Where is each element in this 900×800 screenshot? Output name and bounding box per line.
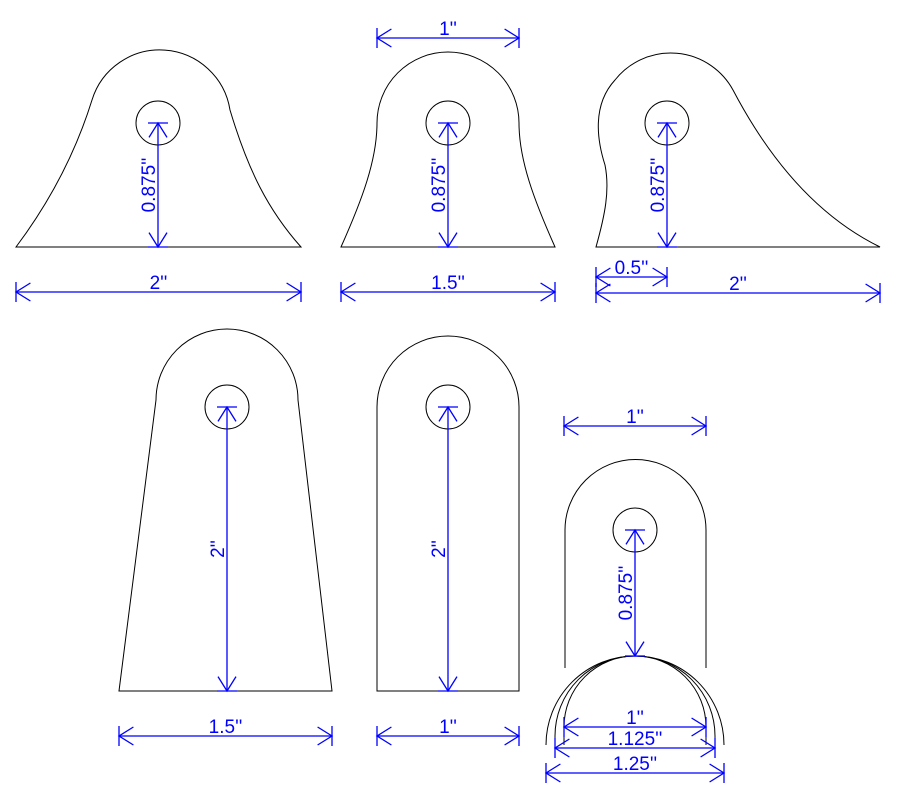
dimension-label: 0.875'' [429, 158, 450, 213]
dimension-label: 1'' [439, 717, 457, 738]
dimension-parts-5-dims-notch_1: 1'' [562, 708, 708, 737]
dimension-parts-2-dims-height: 0.875'' [648, 121, 677, 249]
dimension-parts-4-dims-height: 2'' [429, 405, 458, 693]
dimension-parts-5-dims-top_width: 1'' [562, 407, 708, 436]
dimension-parts-1-dims-width: 1.5'' [339, 273, 557, 302]
dimension-label: 2'' [150, 273, 168, 294]
dimension-parts-1-dims-height: 0.875'' [429, 121, 458, 249]
dimension-parts-3-dims-height: 2'' [208, 405, 237, 693]
dimension-label: 0.875'' [139, 158, 160, 213]
dimension-label: 0.875'' [616, 566, 637, 621]
dimension-parts-2-dims-width: 2'' [594, 274, 882, 303]
dimension-parts-0-dims-height: 0.875'' [139, 121, 168, 249]
tab-2-outline [340, 51, 556, 248]
tab-6-outline [564, 459, 707, 668]
tab-3-outline [595, 52, 881, 248]
tab-1-outline [15, 49, 303, 248]
tab-4 [118, 328, 333, 692]
dimension-parts-5-dims-notch_3: 1.25'' [544, 754, 726, 783]
dimension-label: 1.5'' [209, 717, 243, 738]
dimension-label: 0.875'' [648, 158, 669, 213]
dimension-label: 1'' [626, 407, 644, 428]
dimension-parts-5-dims-notch_2: 1.125'' [553, 729, 717, 758]
dimension-parts-4-dims-width: 1'' [375, 717, 521, 746]
dimension-label: 2'' [429, 540, 450, 558]
dimension-parts-2-dims-offset: 0.5'' [594, 258, 669, 287]
dimension-label: 0.5'' [615, 258, 649, 279]
dimension-parts-3-dims-width: 1.5'' [117, 717, 334, 746]
tab-3 [595, 52, 881, 248]
dimension-parts-5-dims-height: 0.875'' [616, 528, 645, 658]
dimension-label: 1'' [439, 19, 457, 40]
dimension-label: 2'' [208, 540, 229, 558]
dimension-label: 1.25'' [613, 754, 657, 775]
dimension-label: 1.5'' [431, 273, 465, 294]
dimension-label: 1'' [626, 708, 644, 729]
tab-5-outline [376, 335, 520, 692]
dimension-label: 1.125'' [608, 729, 663, 750]
dimension-parts-0-dims-width: 2'' [14, 273, 303, 302]
tab-4-outline [118, 328, 333, 692]
dimension-label: 2'' [729, 274, 747, 295]
dimension-parts-1-dims-top_width: 1'' [375, 19, 521, 48]
